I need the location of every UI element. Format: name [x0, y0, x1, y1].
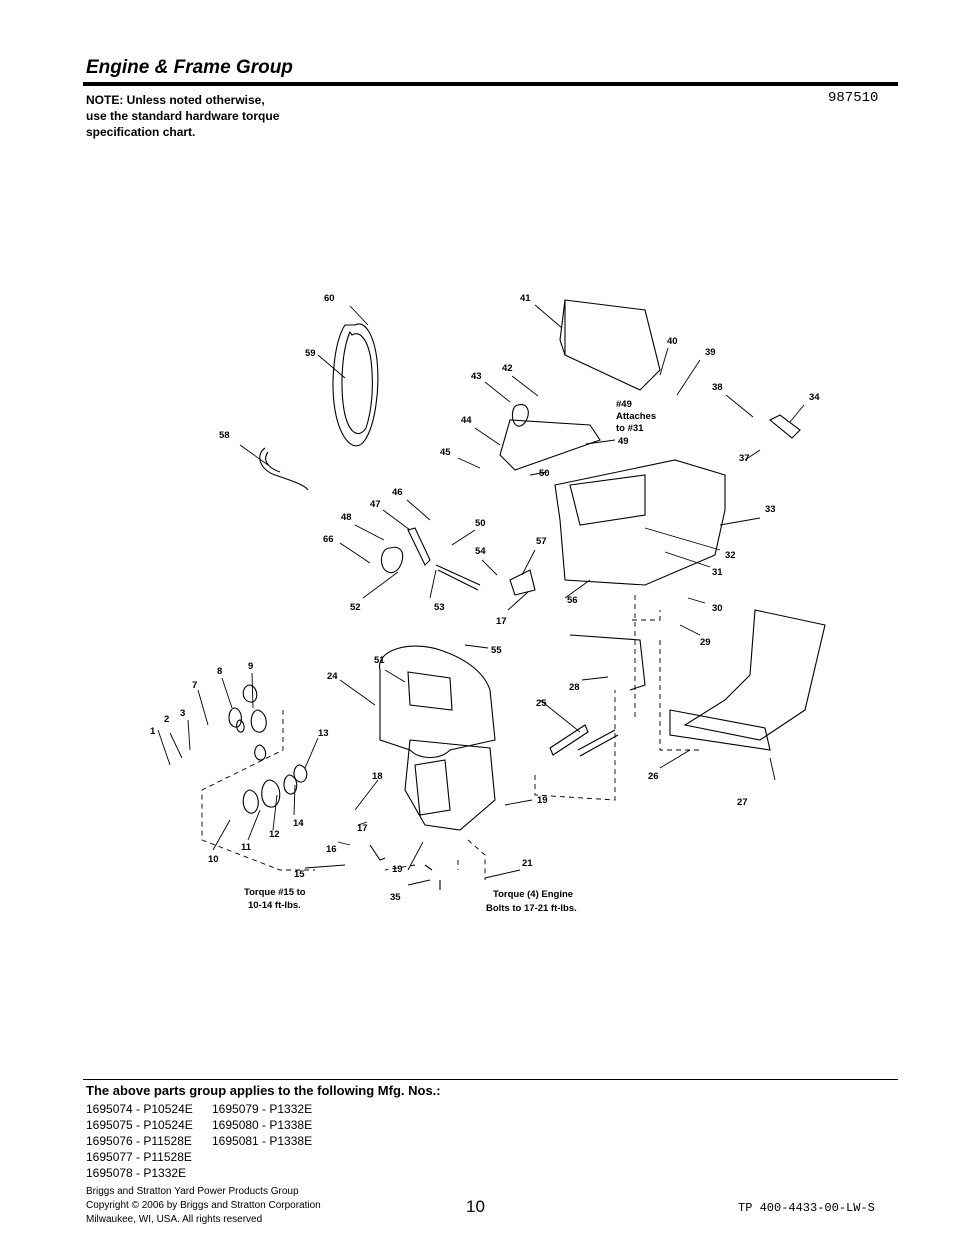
callout-label: 51: [374, 655, 385, 666]
callout-label: 59: [305, 348, 316, 359]
page-title: Engine & Frame Group: [86, 57, 293, 78]
exploded-parts-diagram: 60 59 41 40 39 43 42 38 34 #49 Attaches …: [150, 293, 826, 914]
callout-label: 53: [434, 602, 445, 613]
callout-label: to #31: [616, 423, 644, 434]
callout-label: 35: [390, 892, 401, 903]
callout-label: 43: [471, 371, 482, 382]
callout-label: 40: [667, 336, 678, 347]
callout-label: 27: [737, 797, 748, 808]
callout-label: 26: [648, 771, 659, 782]
callout-label: #49: [616, 399, 632, 410]
footer-company: Briggs and Stratton Yard Power Products …: [86, 1186, 299, 1197]
callout-label: 31: [712, 567, 723, 578]
diagram-number: 987510: [828, 90, 879, 106]
mfg-list-col2: 1695079 - P1332E 1695080 - P1338E 169508…: [212, 1101, 312, 1149]
callout-label: 16: [326, 844, 337, 855]
callout-label: Attaches: [616, 411, 656, 422]
mfg-number: 1695078 - P1332E: [86, 1166, 187, 1180]
mfg-number: 1695079 - P1332E: [212, 1102, 313, 1116]
callout-label: 32: [725, 550, 736, 561]
callout-label: 12: [269, 829, 280, 840]
mfg-number: 1695075 - P10524E: [86, 1118, 193, 1132]
callout-label: 11: [241, 842, 252, 853]
callout-label: 58: [219, 430, 230, 441]
callout-label: 14: [293, 818, 304, 829]
mfg-number: 1695081 - P1338E: [212, 1134, 313, 1148]
note-line: use the standard hardware torque: [86, 109, 280, 123]
callout-label: 39: [705, 347, 716, 358]
callout-label: 55: [491, 645, 502, 656]
callout-label: 50: [475, 518, 486, 529]
callout-label: 1: [150, 726, 156, 737]
mfg-number: 1695077 - P11528E: [86, 1150, 192, 1164]
callout-label: 49: [618, 436, 629, 447]
callout-label: 33: [765, 504, 776, 515]
callout-label: 19: [537, 795, 548, 806]
callout-label: 56: [567, 595, 578, 606]
torque-note-line: Torque (4) Engine: [493, 889, 573, 900]
section-rule: [83, 1079, 898, 1080]
drawing: [201, 299, 826, 890]
torque-note-line: Torque #15 to: [244, 887, 306, 898]
callout-label: 7: [192, 680, 197, 691]
callout-label: 19: [392, 864, 403, 875]
note-line: NOTE: Unless noted otherwise,: [86, 93, 265, 107]
callout-label: 47: [370, 499, 381, 510]
mfg-list-col1: 1695074 - P10524E 1695075 - P10524E 1695…: [86, 1101, 193, 1181]
footer-location: Milwaukee, WI, USA. All rights reserved: [86, 1214, 263, 1225]
mfg-number: 1695080 - P1338E: [212, 1118, 313, 1132]
page-number: 10: [466, 1197, 485, 1216]
mfg-number: 1695076 - P11528E: [86, 1134, 192, 1148]
torque-note-line: 10-14 ft-lbs.: [248, 900, 301, 911]
torque-note-line: Bolts to 17-21 ft-lbs.: [486, 903, 577, 914]
footer-copyright: Briggs and Stratton Yard Power Products …: [86, 1185, 321, 1227]
callout-label: 60: [324, 293, 335, 304]
callout-label: 38: [712, 382, 723, 393]
callout-label: 50: [539, 468, 550, 479]
leader-lines: [157, 304, 805, 886]
callout-label: 13: [318, 728, 329, 739]
callout-label: 17: [496, 616, 507, 627]
callout-label: 54: [475, 546, 486, 557]
torque-note: NOTE: Unless noted otherwise, use the st…: [86, 92, 316, 140]
callout-label: 66: [323, 534, 334, 545]
note-line: specification chart.: [86, 125, 196, 139]
title-rule: [83, 82, 898, 86]
callout-label: 3: [180, 708, 185, 719]
callout-label: 29: [700, 637, 711, 648]
callout-label: 48: [341, 512, 352, 523]
callout-label: 28: [569, 682, 580, 693]
applies-heading: The above parts group applies to the fol…: [86, 1083, 441, 1098]
torque-15-note: Torque #15 to 10-14 ft-lbs.: [244, 887, 306, 911]
callout-label: 45: [440, 447, 451, 458]
callout-label: 41: [520, 293, 531, 304]
callout-labels: 60 59 41 40 39 43 42 38 34 #49 Attaches …: [150, 293, 820, 903]
callout-label: 10: [208, 854, 219, 865]
document-code: TP 400-4433-00-LW-S: [738, 1201, 875, 1215]
callout-label: 37: [739, 453, 750, 464]
torque-engine-note: Torque (4) Engine Bolts to 17-21 ft-lbs.: [486, 889, 577, 914]
callout-label: 42: [502, 363, 513, 374]
callout-label: 18: [372, 771, 383, 782]
callout-label: 24: [327, 671, 338, 682]
footer-copyright-line: Copyright © 2006 by Briggs and Stratton …: [86, 1200, 321, 1211]
mfg-number: 1695074 - P10524E: [86, 1102, 193, 1116]
callout-label: 34: [809, 392, 820, 403]
callout-label: 15: [294, 869, 305, 880]
callout-label: 44: [461, 415, 472, 426]
callout-label: 57: [536, 536, 547, 547]
callout-label: 8: [217, 666, 222, 677]
callout-label: 17: [357, 823, 368, 834]
callout-label: 46: [392, 487, 403, 498]
callout-label: 52: [350, 602, 361, 613]
callout-label: 21: [522, 858, 533, 869]
callout-label: 2: [164, 714, 169, 725]
callout-label: 25: [536, 698, 547, 709]
callout-label: 30: [712, 603, 723, 614]
callout-label: 9: [248, 661, 253, 672]
